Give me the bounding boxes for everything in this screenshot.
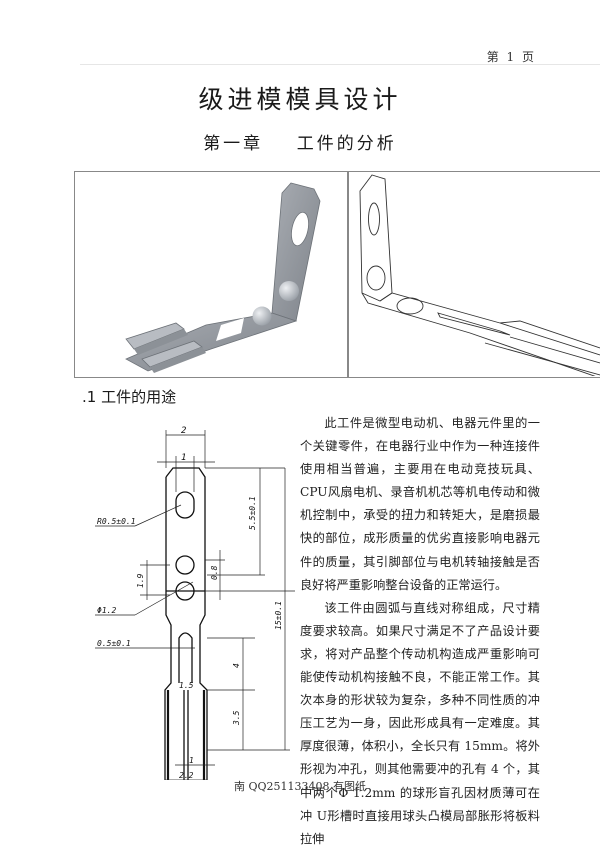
engineering-drawing: 2 1 R0.5±0.1 5.5±0.1 0.8 1.9 Φ1.2 15±0.1…	[95, 426, 295, 780]
part-3d-line-image	[359, 174, 600, 376]
dim-upper-hole: R0.5±0.1	[97, 517, 136, 526]
dim-bottom-width: 2.2	[179, 771, 194, 780]
section-heading: .1 工件的用途	[82, 388, 177, 406]
figure-divider	[347, 171, 349, 378]
dim-total-length: 15±0.1	[274, 601, 283, 630]
figure-frame	[74, 171, 600, 378]
body-text: 此工件是微型电动机、电器元件里的一个关键零件，在电器行业中作为一种连接件使用相当…	[300, 412, 540, 851]
dim-neck: 1.5	[179, 681, 194, 690]
dim-gap: 0.8	[210, 565, 219, 580]
document-title: 级进模模具设计	[198, 85, 402, 114]
page-number: 第 1 页	[486, 50, 536, 64]
dim-top-width: 2	[181, 426, 186, 436]
dim-inner-width: 1	[181, 453, 186, 463]
part-3d-shaded-image	[125, 182, 321, 373]
dim-fork-length: 3.5	[232, 710, 241, 726]
dim-pitch: 1.9	[136, 573, 145, 588]
paragraph-analysis: 该工件由圆弧与直线对称组成，尺寸精度要求较高。如果尺寸满足不了产品设计要求，将对…	[300, 600, 540, 846]
header-rule	[80, 64, 600, 65]
footer-note: 南 QQ251133408 有图纸	[233, 780, 367, 793]
dim-upper-length: 5.5±0.1	[248, 496, 257, 530]
chapter-title: 第一章 工件的分析	[203, 134, 397, 154]
dim-slot-width: 0.5±0.1	[97, 639, 131, 648]
dim-slot-length: 4	[232, 663, 241, 668]
dim-fork-gap: 1	[189, 756, 194, 765]
dim-ball-diameter: Φ1.2	[97, 606, 116, 615]
paragraph-usage: 此工件是微型电动机、电器元件里的一个关键零件，在电器行业中作为一种连接件使用相当…	[300, 416, 540, 592]
